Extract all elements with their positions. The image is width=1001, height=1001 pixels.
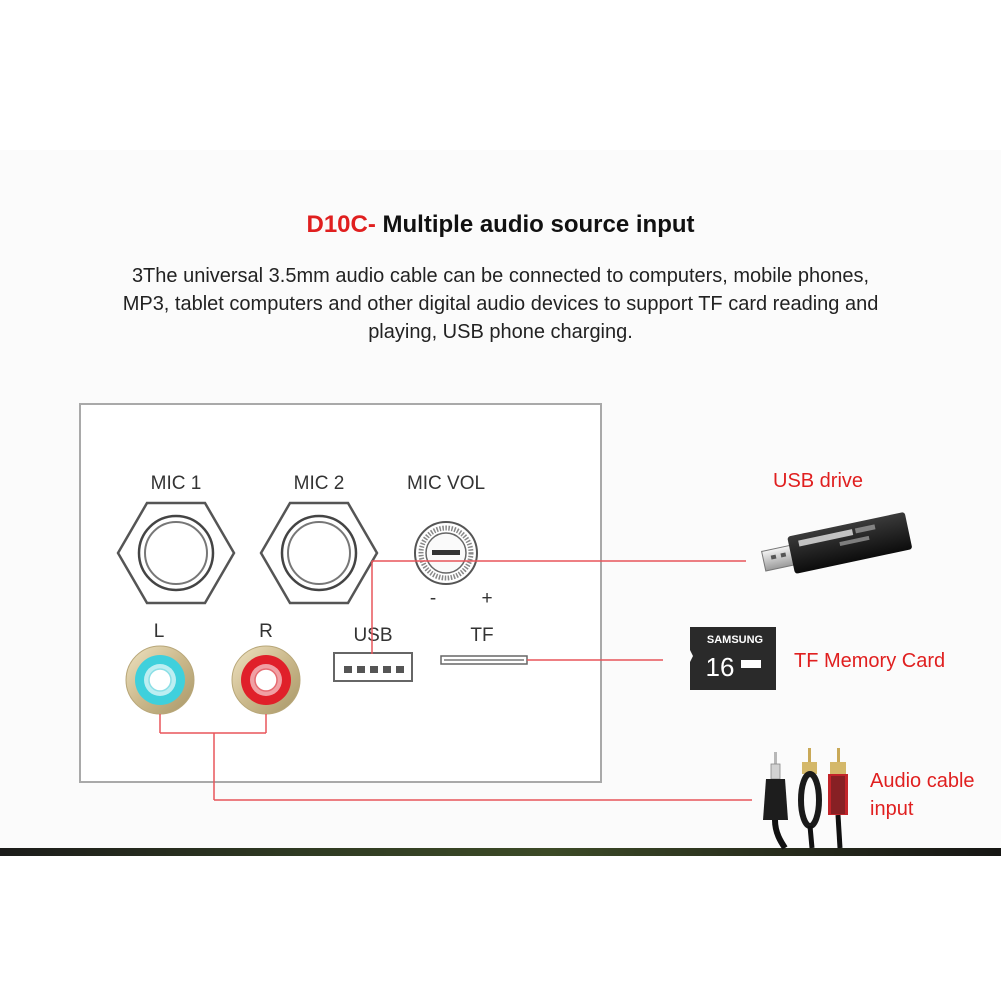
- mic2-label: MIC 2: [294, 473, 345, 494]
- audio-cable-icon: [763, 748, 848, 850]
- volume-plus-label: +: [481, 588, 492, 609]
- rca-right-label: R: [259, 621, 273, 642]
- sd-brand: SAMSUNG: [707, 634, 763, 646]
- connector-lines: [159, 560, 752, 801]
- audio-cable-callout-line1: Audio cable: [870, 770, 975, 792]
- page-title: D10C- Multiple audio source input: [0, 211, 1001, 239]
- volume-minus-label: -: [430, 588, 436, 609]
- audio-cable-callout-line2: input: [870, 798, 914, 820]
- rca-jack-icon: [125, 645, 195, 715]
- usb-drive-callout: USB drive: [773, 470, 864, 492]
- mic1-label: MIC 1: [151, 473, 202, 494]
- tf-slot-icon: [440, 655, 528, 665]
- sd-card-icon: SAMSUNG 16: [690, 627, 776, 690]
- volume-knob-icon: [414, 521, 478, 585]
- title-text: Multiple audio source input: [375, 211, 695, 238]
- usb-drive-icon: [761, 512, 912, 574]
- rca-jack-icon: [231, 645, 301, 715]
- usb-label: USB: [353, 625, 392, 646]
- mic-jack-icon: [259, 501, 379, 605]
- description: 3The universal 3.5mm audio cable can be …: [122, 265, 879, 343]
- model-name: D10C-: [306, 211, 376, 238]
- bottom-photo-strip: [0, 848, 1001, 856]
- mic-jack-icon: [116, 501, 236, 605]
- tf-card-callout: TF Memory Card: [794, 650, 946, 672]
- tf-label: TF: [470, 625, 493, 646]
- sd-capacity: 16: [706, 652, 735, 682]
- rca-left-label: L: [154, 621, 165, 642]
- usb-port-icon: [333, 652, 413, 682]
- mic-vol-label: MIC VOL: [407, 473, 485, 494]
